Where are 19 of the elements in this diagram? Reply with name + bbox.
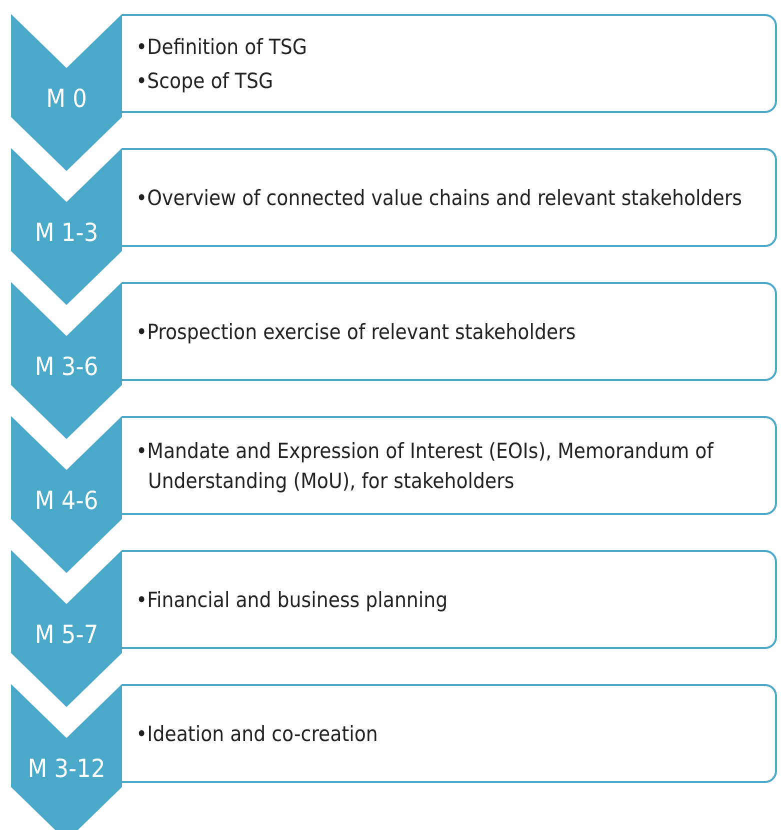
bullet-text: •Mandate and Expression of Interest (EOIs), Memorandum of Understanding (MoU), for stakeholders <box>136 438 715 494</box>
milestone-label: M 0 <box>45 84 88 113</box>
bullet-text: •Ideation and co-creation <box>136 720 379 748</box>
task-panel <box>122 416 777 515</box>
bullet-text: •Overview of connected value chains and relevant stakeholders <box>136 184 743 212</box>
milestone-label: M 3-6 <box>34 352 100 381</box>
task-panel <box>122 684 777 783</box>
task-panel <box>122 148 777 247</box>
milestone-label: M 1-3 <box>34 218 100 247</box>
bullet-text: •Definition of TSG <box>136 34 308 60</box>
milestone-label: M 4-6 <box>34 486 100 515</box>
bullet-text: •Prospection exercise of relevant stakeholders <box>136 318 577 346</box>
bullet-text: •Scope of TSG <box>136 68 274 94</box>
milestone-label: M 3-12 <box>26 754 106 783</box>
task-panel <box>122 14 777 113</box>
task-panel <box>122 282 777 381</box>
task-panel <box>122 550 777 649</box>
milestone-label: M 5-7 <box>34 620 100 649</box>
bullet-text: •Financial and business planning <box>136 586 449 614</box>
